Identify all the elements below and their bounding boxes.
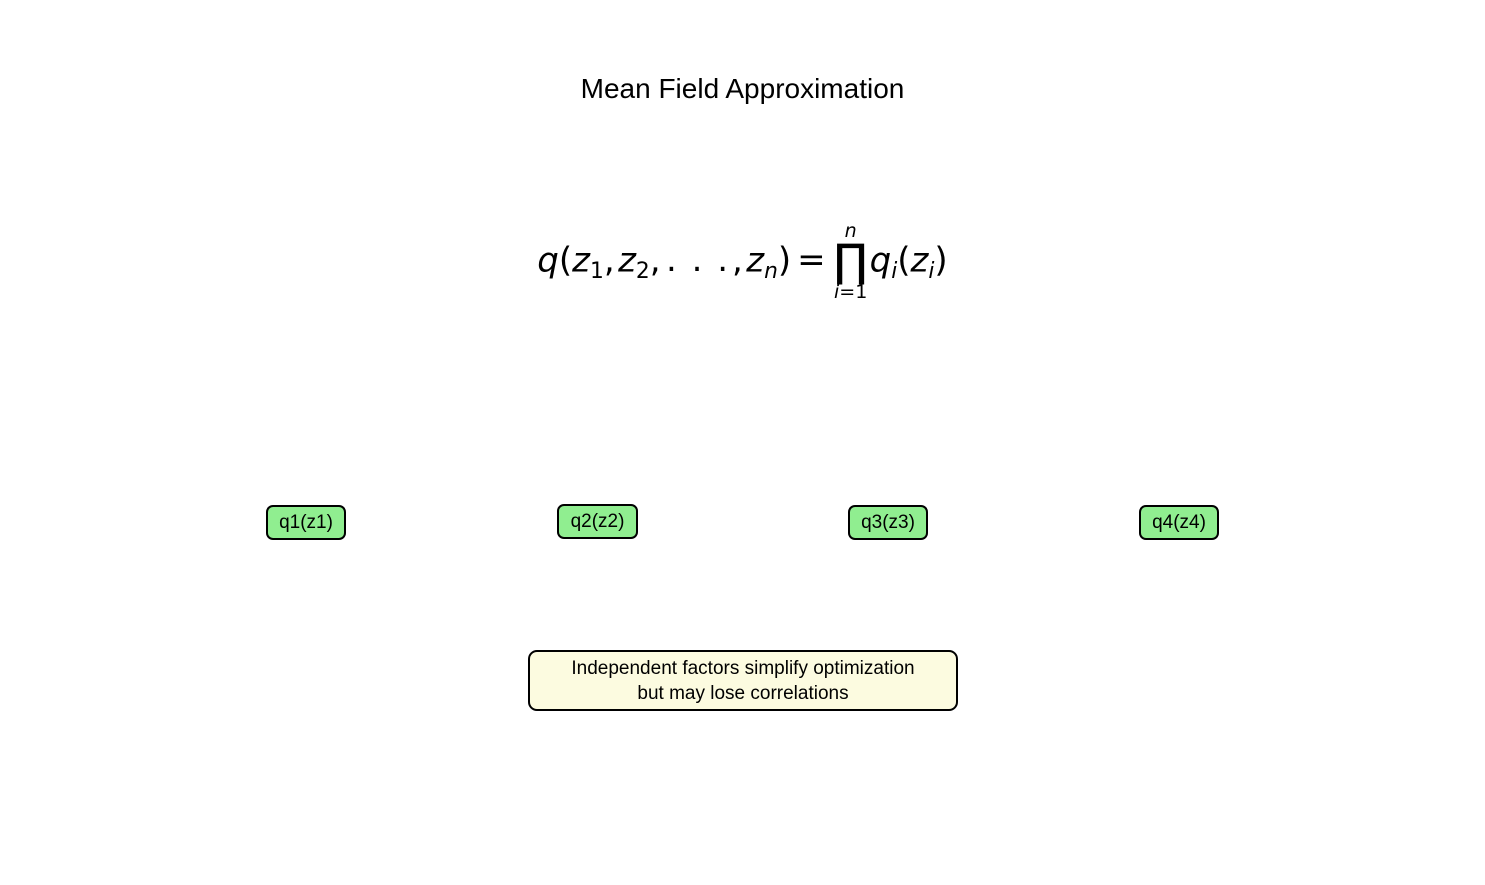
formula-rhs-close-paren: )	[934, 240, 948, 281]
formula-rhs-var: z	[910, 240, 929, 281]
factor-node-label: q3(z3)	[861, 512, 915, 533]
formula-rhs-open-paren: (	[897, 240, 911, 281]
factor-node-q1[interactable]: q1(z1)	[266, 505, 346, 540]
formula-lhs-sub-3: n	[764, 258, 778, 284]
factor-node-q4[interactable]: q4(z4)	[1139, 505, 1219, 540]
product-upper-limit: n	[844, 220, 857, 242]
formula-ellipsis: . . .	[665, 240, 731, 281]
formula-lhs-var-3: z	[746, 240, 765, 281]
factor-node-q3[interactable]: q3(z3)	[848, 505, 928, 540]
formula-rhs-var-sub: i	[928, 258, 935, 284]
formula-lhs-sub-1: 1	[590, 258, 604, 284]
note-callout: Independent factors simplify optimizatio…	[528, 650, 958, 711]
factor-node-label: q2(z2)	[570, 511, 625, 532]
page-title: Mean Field Approximation	[580, 73, 905, 104]
product-lower-value: 1	[855, 280, 868, 303]
factor-node-q2[interactable]: q2(z2)	[557, 504, 638, 539]
note-line: but may lose correlations	[637, 682, 849, 704]
product-lower-index: i	[833, 280, 840, 303]
formula-lhs-comma-3: ,	[732, 240, 743, 281]
formula-lhs-comma-1: ,	[603, 240, 615, 281]
formula-lhs-sub-2: 2	[635, 258, 650, 284]
formula-rhs-function: q	[869, 240, 892, 281]
formula-lhs-comma-2: ,	[649, 240, 661, 281]
product-symbol-icon: ∏	[833, 234, 868, 288]
factor-node-label: q1(z1)	[279, 512, 333, 533]
product-lower-limit: i=1	[833, 280, 868, 303]
formula-lhs-var-1: z	[572, 240, 591, 281]
product-lower-equals: =	[839, 280, 856, 303]
formula-lhs-var-2: z	[618, 240, 636, 281]
factor-node-label: q4(z4)	[1152, 512, 1206, 533]
note-line: Independent factors simplify optimizatio…	[571, 657, 915, 679]
product-operator: n∏i=1	[833, 220, 868, 303]
formula-lhs-close-paren: )	[777, 240, 792, 281]
formula-lhs-open-paren: (	[558, 240, 573, 281]
formula-rhs-func-sub: i	[891, 258, 898, 284]
formula-equals: =	[797, 240, 826, 281]
formula-lhs-function: q	[537, 240, 559, 281]
